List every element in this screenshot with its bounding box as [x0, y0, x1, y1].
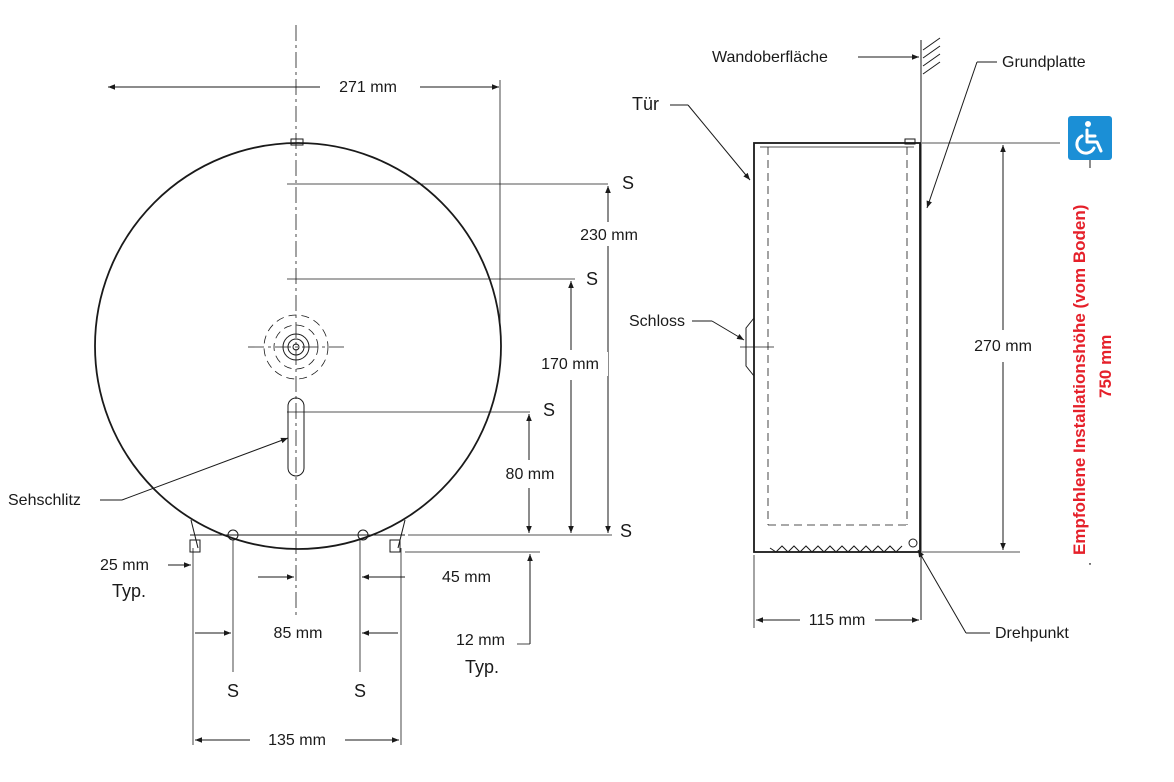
dim-12-label: 12 mm: [456, 632, 505, 649]
pivot-circle: [908, 538, 918, 548]
mounting-brackets: [189, 519, 406, 553]
dim-135-label: 135 mm: [268, 732, 326, 749]
base-plate-label: Grundplatte: [1002, 54, 1086, 71]
lock-label: Schloss: [629, 313, 685, 330]
dim-depth-label: 115 mm: [809, 612, 866, 629]
install-height-label: Empfohlene Installationshöhe (vom Boden): [1070, 205, 1089, 555]
install-height: Empfohlene Installationshöhe (vom Boden)…: [1068, 116, 1115, 565]
door-label: Tür: [632, 94, 659, 114]
dim-85-label: 85 mm: [274, 625, 323, 642]
dispenser-side-body: [753, 142, 921, 553]
dim-25-label: 25 mm: [100, 557, 149, 574]
dim-height-label: 270 mm: [974, 338, 1032, 355]
dim-width-label: 271 mm: [339, 79, 397, 96]
lock-symbol: [248, 314, 344, 380]
viewing-slot: [287, 397, 305, 477]
typ-label-a: Typ.: [112, 581, 146, 601]
typ-label-b: Typ.: [465, 657, 499, 677]
pivot-label: Drehpunkt: [995, 625, 1069, 642]
front-view: 271 mm 230 mm 170 mm 80 mm S S S S Sehsc…: [8, 25, 646, 749]
s-mark-5: S: [227, 681, 239, 701]
slot-label: Sehschlitz: [8, 492, 81, 509]
s-mark-1: S: [622, 173, 634, 193]
top-tab: [290, 138, 304, 146]
s-mark-2: S: [586, 269, 598, 289]
wall-hatching: [922, 37, 941, 75]
s-mark-4: S: [620, 521, 632, 541]
tear-edge: [769, 545, 903, 553]
dim-170-label: 170 mm: [541, 356, 599, 373]
dim-230-label: 230 mm: [580, 227, 638, 244]
install-height-value: 750 mm: [1096, 335, 1115, 398]
dim-45-label: 45 mm: [442, 569, 491, 586]
dim-80-label: 80 mm: [506, 466, 555, 483]
dispenser-body-circle: [94, 142, 502, 550]
s-mark-3: S: [543, 400, 555, 420]
side-view: Wandoberfläche Tür Grundplatte Schloss 2…: [629, 37, 1086, 642]
s-mark-6: S: [354, 681, 366, 701]
wall-label: Wandoberfläche: [712, 49, 828, 66]
